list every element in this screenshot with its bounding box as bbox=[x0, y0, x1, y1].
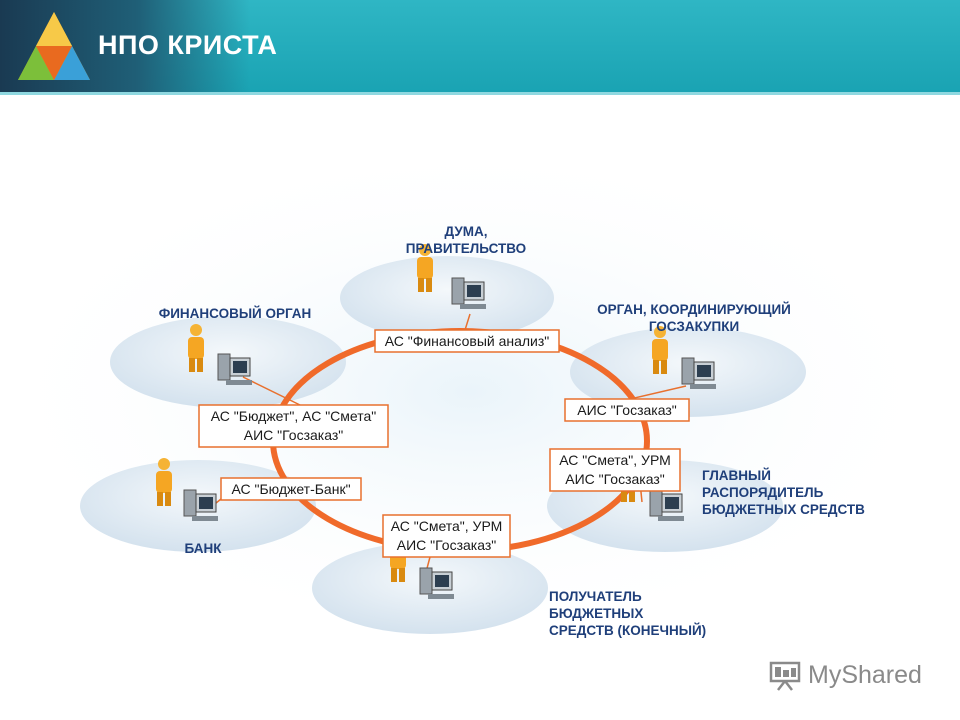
node-title-receiver: ПОЛУЧАТЕЛЬ БЮДЖЕТНЫХ СРЕДСТВ (КОНЕЧНЫЙ) bbox=[549, 589, 706, 638]
system-box-line: АИС "Госзаказ" bbox=[244, 427, 343, 443]
connector-duma bbox=[464, 313, 471, 331]
krista-logo-icon bbox=[18, 12, 90, 80]
node-title-line: ПРАВИТЕЛЬСТВО bbox=[406, 241, 526, 256]
node-title-line: БЮДЖЕТНЫХ СРЕДСТВ bbox=[702, 502, 865, 517]
watermark-text: MyShared bbox=[808, 660, 922, 689]
node-title-line: БАНК bbox=[185, 541, 223, 556]
workstation-icon bbox=[217, 353, 252, 385]
system-box-line: АИС "Госзаказ" bbox=[577, 402, 676, 418]
node-title-line: ПОЛУЧАТЕЛЬ bbox=[549, 589, 642, 604]
system-box-line: АИС "Госзаказ" bbox=[397, 537, 496, 553]
node-title-finorgan: ФИНАНСОВЫЙ ОРГАН bbox=[159, 306, 312, 321]
workstation-icon bbox=[183, 489, 218, 521]
node-title-line: ГОСЗАКУПКИ bbox=[649, 319, 739, 334]
person-icon bbox=[652, 326, 668, 374]
person-icon bbox=[188, 324, 204, 372]
node-title-line: ФИНАНСОВЫЙ ОРГАН bbox=[159, 306, 312, 321]
node-title-line: РАСПОРЯДИТЕЛЬ bbox=[702, 485, 824, 500]
workstation-icon bbox=[649, 489, 684, 521]
node-title-line: ГЛАВНЫЙ bbox=[702, 468, 771, 483]
node-title-line: СРЕДСТВ (КОНЕЧНЫЙ) bbox=[549, 623, 706, 638]
system-box-receiver-systems: АС "Смета", УРМ АИС "Госзаказ" bbox=[382, 514, 511, 558]
node-title-goszakupki: ОРГАН, КООРДИНИРУЮЩИЙ ГОСЗАКУПКИ bbox=[597, 302, 791, 334]
interaction-diagram: АС "Финансовый анализ" АС "Бюджет", АС "С… bbox=[30, 162, 910, 638]
workstation-icon bbox=[681, 357, 716, 389]
workstation-icon bbox=[451, 277, 486, 309]
system-box-line: АС "Смета", УРМ bbox=[559, 452, 671, 468]
watermark: MyShared bbox=[768, 654, 922, 696]
person-icon bbox=[156, 458, 172, 506]
system-box-goszakaz: АИС "Госзаказ" bbox=[564, 398, 690, 422]
system-box-line: АС "Финансовый анализ" bbox=[385, 333, 550, 349]
connector-goszakupki bbox=[629, 385, 687, 400]
system-box-line: АС "Бюджет", АС "Смета" bbox=[211, 408, 376, 424]
workstation-icon bbox=[419, 567, 454, 599]
system-box-budget-smeta: АС "Бюджет", АС "Смета" АИС "Госзаказ" bbox=[198, 404, 389, 448]
node-title-line: БЮДЖЕТНЫХ bbox=[549, 606, 643, 621]
system-box-fin-analysis: АС "Финансовый анализ" bbox=[374, 329, 560, 353]
node-title-grbs: ГЛАВНЫЙ РАСПОРЯДИТЕЛЬ БЮДЖЕТНЫХ СРЕДСТВ bbox=[702, 468, 865, 517]
system-box-line: АС "Смета", УРМ bbox=[391, 518, 503, 534]
system-box-grbs-systems: АС "Смета", УРМ АИС "Госзаказ" bbox=[549, 448, 681, 492]
connector-finorgan bbox=[242, 376, 301, 406]
node-title-line: ОРГАН, КООРДИНИРУЮЩИЙ bbox=[597, 302, 791, 317]
person-icon bbox=[417, 244, 433, 292]
node-title-line: ДУМА, bbox=[445, 224, 488, 239]
brand-title: НПО КРИСТА bbox=[98, 30, 278, 60]
system-box-budget-bank: АС "Бюджет-Банк" bbox=[220, 477, 362, 501]
node-title-duma: ДУМА, ПРАВИТЕЛЬСТВО bbox=[406, 224, 526, 256]
platform-duma bbox=[340, 256, 554, 340]
system-box-line: АС "Бюджет-Банк" bbox=[231, 481, 350, 497]
presentation-icon bbox=[769, 661, 801, 691]
system-box-line: АИС "Госзаказ" bbox=[565, 471, 664, 487]
node-title-bank: БАНК bbox=[185, 541, 223, 556]
header-bar: НПО КРИСТА bbox=[0, 0, 960, 95]
